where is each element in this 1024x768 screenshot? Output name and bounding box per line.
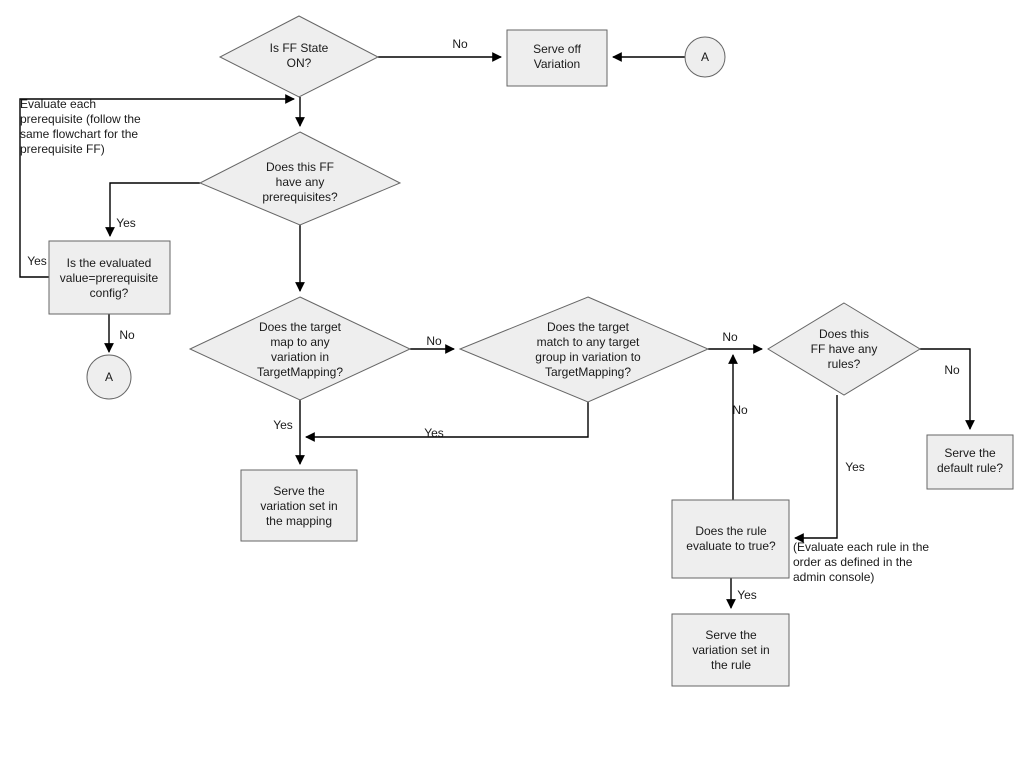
node-serve-mapping-variation[interactable]: Serve the variation set in the mapping bbox=[240, 469, 358, 542]
node-rule-evaluate-line-1: Does the rule bbox=[695, 524, 767, 538]
node-serve-rule-line-3: the rule bbox=[711, 658, 751, 672]
edge-label-rule-eval-no: No bbox=[732, 403, 748, 417]
decision-shape bbox=[188, 296, 412, 401]
note-rule-order-line-2: order as defined in the bbox=[793, 555, 913, 569]
edge-prerequisites-yes bbox=[105, 182, 200, 237]
node-serve-rule-variation[interactable]: Serve the variation set in the rule bbox=[671, 613, 790, 687]
node-rule-evaluate-true[interactable]: Does the rule evaluate to true? bbox=[671, 499, 790, 579]
node-has-prerequisites-line-2: have any bbox=[276, 175, 325, 189]
note-prerequisite-line-3: same flowchart for the bbox=[20, 127, 138, 141]
connector-circle bbox=[684, 36, 726, 78]
connector-circle bbox=[86, 354, 132, 400]
edge-label-rule-eval-yes: Yes bbox=[737, 588, 757, 602]
node-ff-state-on-line-2: ON? bbox=[287, 56, 312, 70]
node-has-prerequisites-line-3: prerequisites? bbox=[262, 190, 338, 204]
edge-label-target-map-no: No bbox=[426, 334, 442, 348]
node-serve-mapping-line-2: variation set in bbox=[260, 499, 337, 513]
node-target-map-line-1: Does the target bbox=[259, 320, 342, 334]
edge-label-ff-state-no: No bbox=[452, 37, 468, 51]
node-serve-default-rule[interactable]: Serve the default rule? bbox=[926, 434, 1014, 490]
process-shape bbox=[48, 240, 171, 315]
node-serve-mapping-line-1: Serve the bbox=[273, 484, 325, 498]
node-serve-default-line-2: default rule? bbox=[937, 461, 1003, 475]
note-rule-order-line-3: admin console) bbox=[793, 570, 874, 584]
node-target-map-line-4: TargetMapping? bbox=[257, 365, 343, 379]
note-prerequisite: Evaluate each prerequisite (follow the s… bbox=[20, 97, 141, 156]
decision-shape bbox=[458, 296, 710, 403]
node-has-rules[interactable]: Does this FF have any rules? bbox=[767, 302, 921, 396]
node-has-rules-line-2: FF have any bbox=[811, 342, 878, 356]
edge-label-prereq-loopback-yes: Yes bbox=[27, 254, 47, 268]
node-connector-a-bottom[interactable]: A bbox=[86, 354, 132, 400]
node-serve-mapping-line-3: the mapping bbox=[266, 514, 332, 528]
node-evaluated-line-1: Is the evaluated bbox=[67, 256, 152, 270]
node-evaluated-value-eq-prereq[interactable]: Is the evaluated value=prerequisite conf… bbox=[48, 240, 171, 315]
edge-label-prereq-yes: Yes bbox=[116, 216, 136, 230]
edge-label-rules-yes: Yes bbox=[845, 460, 865, 474]
node-ff-state-on-line-1: Is FF State bbox=[270, 41, 329, 55]
note-prerequisite-line-4: prerequisite FF) bbox=[20, 142, 105, 156]
node-has-rules-line-1: Does this bbox=[819, 327, 869, 341]
decision-shape bbox=[767, 302, 921, 396]
node-target-match-group[interactable]: Does the target match to any target grou… bbox=[458, 296, 710, 403]
process-shape bbox=[506, 29, 608, 87]
node-target-map-variation[interactable]: Does the target map to any variation in … bbox=[188, 296, 412, 401]
node-serve-off-variation-line-1: Serve off bbox=[533, 42, 581, 56]
node-serve-default-line-1: Serve the bbox=[944, 446, 996, 460]
node-has-prerequisites-line-1: Does this FF bbox=[266, 160, 334, 174]
note-rule-order: (Evaluate each rule in the order as defi… bbox=[793, 540, 929, 584]
edge-target-group-yes bbox=[305, 402, 589, 442]
node-connector-a-bottom-label: A bbox=[105, 370, 113, 384]
node-target-match-line-2: match to any target bbox=[537, 335, 640, 349]
node-evaluated-line-3: config? bbox=[90, 286, 129, 300]
note-prerequisite-line-1: Evaluate each bbox=[20, 97, 96, 111]
edge-label-target-map-yes: Yes bbox=[273, 418, 293, 432]
node-target-match-line-3: group in variation to bbox=[535, 350, 641, 364]
note-rule-order-line-1: (Evaluate each rule in the bbox=[793, 540, 929, 554]
node-connector-a-top[interactable]: A bbox=[684, 36, 726, 78]
decision-shape bbox=[198, 131, 402, 226]
process-shape bbox=[671, 499, 790, 579]
node-target-map-line-2: map to any bbox=[270, 335, 329, 349]
process-shape bbox=[671, 613, 790, 687]
node-serve-rule-line-2: variation set in bbox=[692, 643, 769, 657]
node-target-match-line-4: TargetMapping? bbox=[545, 365, 631, 379]
edge-label-target-group-no: No bbox=[722, 330, 738, 344]
node-serve-rule-line-1: Serve the bbox=[705, 628, 757, 642]
node-ff-state-on[interactable]: Is FF State ON? bbox=[218, 15, 380, 98]
edge-label-target-group-yes: Yes bbox=[424, 426, 444, 440]
node-serve-off-variation[interactable]: Serve off Variation bbox=[506, 29, 608, 87]
node-has-rules-line-3: rules? bbox=[828, 357, 861, 371]
node-has-prerequisites[interactable]: Does this FF have any prerequisites? bbox=[198, 131, 402, 226]
note-prerequisite-line-2: prerequisite (follow the bbox=[20, 112, 141, 126]
node-target-map-line-3: variation in bbox=[271, 350, 329, 364]
edge-label-evaluated-no: No bbox=[119, 328, 135, 342]
node-evaluated-line-2: value=prerequisite bbox=[60, 271, 159, 285]
process-shape bbox=[240, 469, 358, 542]
decision-shape bbox=[218, 15, 380, 98]
edge-evaluated-yes-loopback bbox=[19, 94, 295, 278]
node-target-match-line-1: Does the target bbox=[547, 320, 630, 334]
node-rule-evaluate-line-2: evaluate to true? bbox=[686, 539, 776, 553]
edge-label-rules-no: No bbox=[944, 363, 960, 377]
edge-rules-no bbox=[920, 348, 975, 430]
node-serve-off-variation-line-2: Variation bbox=[534, 57, 580, 71]
process-shape bbox=[926, 434, 1014, 490]
node-connector-a-top-label: A bbox=[701, 50, 709, 64]
edge-rules-yes bbox=[794, 395, 838, 543]
